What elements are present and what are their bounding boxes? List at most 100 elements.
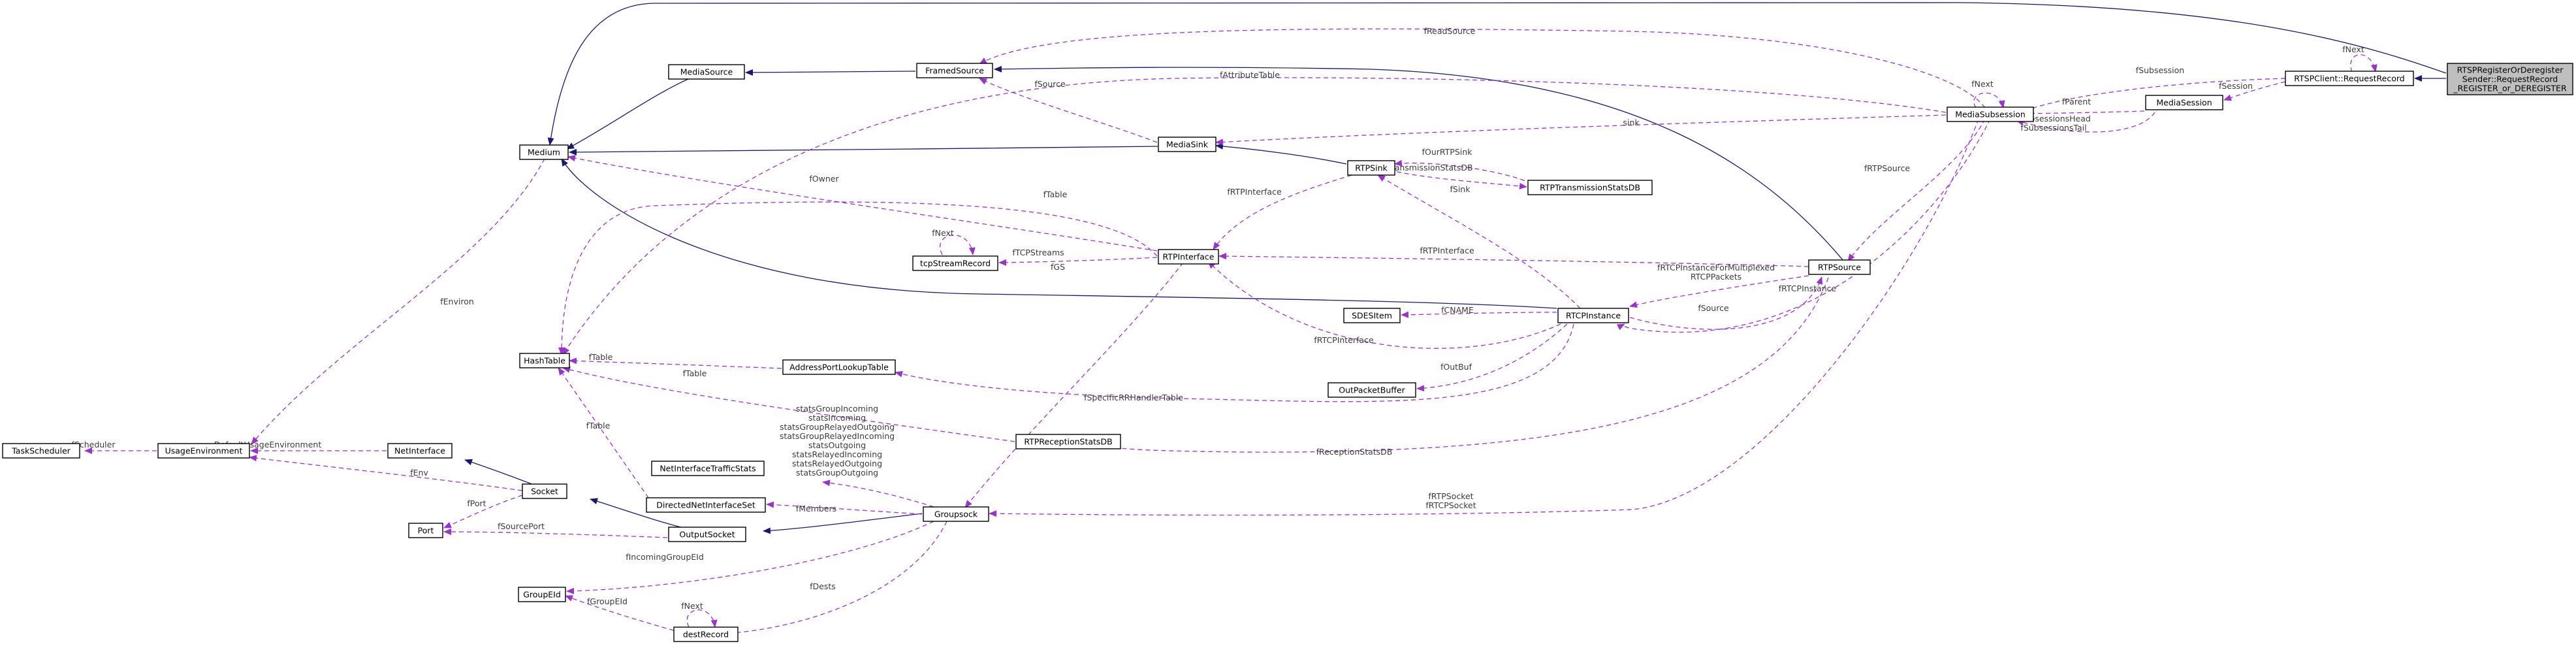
edge-rtcpinstance-to-medium [561,158,1557,309]
edge-label-fnext-subsession: fNext [1971,79,1994,89]
node-groupsock[interactable]: Groupsock [923,506,989,522]
node-label: RTPReceptionStatsDB [1024,437,1112,447]
node-label: RTSPClient::RequestRecord [2294,74,2404,84]
node-rtp-reception-stats-db[interactable]: RTPReceptionStatsDB [1015,434,1121,449]
edge-fsink [1377,174,1581,309]
node-address-port-lookup-table[interactable]: AddressPortLookupTable [782,359,896,375]
edge-label-line: fTCPStreams [1012,248,1064,257]
edge-label-line: fScheduler [72,440,116,449]
node-rtsp-client-request-record[interactable]: RTSPClient::RequestRecord [2285,71,2414,86]
edge-label-fparent: fParent [2062,97,2091,106]
node-dest-record[interactable]: destRecord [673,626,739,642]
edge-label-frtcpinterface: fRTCPInterface [1314,335,1374,345]
node-directed-net-interface-set[interactable]: DirectedNetInterfaceSet [646,497,766,513]
edge-label-line: fRTCPInstanceForMultiplexed [1657,263,1775,272]
node-label: Port [418,526,434,536]
edge-label-line: fSource [1034,79,1066,89]
node-box [2447,63,2573,95]
edge-fport [443,495,523,528]
edge-label-line: fSourcePort [498,521,545,531]
node-box [1343,308,1401,323]
node-box [1015,434,1121,449]
edge-label-frtpinterface-sink: fRTPInterface [1227,187,1282,197]
edge-label-fsourceport: fSourcePort [498,521,545,531]
edge-label-line: fGroupEId [587,596,628,606]
node-tcp-stream-record[interactable]: tcpStreamRecord [912,255,998,271]
node-group-eid[interactable]: GroupEId [518,587,566,602]
node-box [519,353,570,368]
node-usage-environment[interactable]: UsageEnvironment [157,443,250,459]
edge-label-line: fOutBuf [1440,362,1472,372]
edge-frtcp-multiplexed [1629,275,1809,308]
node-sdes-item[interactable]: SDESItem [1343,308,1401,323]
edge-label-fsource-framed: fSource [1034,79,1066,89]
edge-label-fcname: fCNAME [1441,305,1474,315]
node-task-scheduler[interactable]: TaskScheduler [2,443,80,459]
node-rtp-sink[interactable]: RTPSink [1347,160,1395,176]
node-media-source[interactable]: MediaSource [668,64,745,80]
node-out-packet-buffer[interactable]: OutPacketBuffer [1328,382,1416,398]
edge-label-line: RTCPPackets [1691,272,1741,282]
node-media-subsession[interactable]: MediaSubsession [1947,106,2034,122]
node-port[interactable]: Port [408,523,443,538]
edge-label-line: statsRelayedIncoming [792,449,882,459]
edge-label-fnext-request: fNext [2342,44,2364,54]
edge-fgroupeid [565,595,675,631]
node-box [668,527,746,542]
edge-label-line: fDests [810,581,836,591]
edge-label-line: statsOutgoing [808,440,866,450]
node-box [519,144,569,160]
edge-label-ftransmissionstatsdb: fTransmissionStatsDB [1384,163,1472,172]
edge-frtpsource [1847,118,1986,262]
node-output-socket[interactable]: OutputSocket [668,527,746,542]
edge-label-ftable-addr: fTable [589,352,613,362]
edge-rtpsink-to-mediasink [1215,142,1347,165]
node-box [2285,71,2414,86]
edge-fenv [249,455,523,491]
node-hash-table[interactable]: HashTable [519,353,570,368]
node-label: MediaSink [1166,140,1209,150]
node-box [782,359,896,375]
edge-label-line: fRTPInterface [1420,246,1474,255]
edge-label-line: fTable [1043,189,1068,199]
node-rtsp-register-or-deregister-sender[interactable]: RTSPRegisterOrDeregisterSender::RequestR… [2447,63,2573,95]
node-medium[interactable]: Medium [519,144,569,160]
edge-label-freceptionstatsdb: fReceptionStatsDB [1316,447,1393,457]
edge-fspecificrr [895,323,1574,402]
node-box [1328,382,1416,398]
node-framed-source[interactable]: FramedSource [916,63,993,78]
node-box [1527,180,1653,195]
edge-frtcpinstance [1616,118,1991,333]
node-rtp-transmission-stats-db[interactable]: RTPTransmissionStatsDB [1527,180,1653,195]
edge-label-line: fTransmissionStatsDB [1384,163,1472,172]
node-label: RTCPInstance [1566,311,1621,321]
edge-label-line: fRTPInterface [1227,187,1282,197]
edge-label-line: statsIncoming [808,413,866,423]
node-media-sink[interactable]: MediaSink [1158,137,1216,152]
edge-label-fnext-tcp: fNext [932,228,954,238]
node-label: HashTable [524,356,565,366]
node-box [408,523,443,538]
edge-ftcpstreams [998,257,1158,266]
edge-label-line: fSink [1450,184,1471,194]
edge-label-ftable-directed: fTable [586,421,611,431]
edge-label-line: sink [1623,118,1640,127]
node-rtcp-instance[interactable]: RTCPInstance [1557,308,1629,323]
edge-label-line: fGS [1051,262,1065,272]
edge-fmembers [766,501,923,515]
node-box [912,255,998,271]
edge-rtpsource-to-framedsource [994,65,1847,265]
node-label: RTSPRegisterOrDeregister [2457,65,2564,75]
node-rtp-interface[interactable]: RTPInterface [1158,249,1219,265]
edge-label-fdests: fDests [810,581,836,591]
edge-fsubsession [2020,78,2286,113]
node-media-session[interactable]: MediaSession [2145,95,2223,110]
node-net-interface[interactable]: NetInterface [387,443,453,459]
node-rtp-source[interactable]: RTPSource [1808,259,1871,275]
edge-fsourceport [443,528,668,538]
node-socket[interactable]: Socket [522,483,567,499]
node-label: _REGISTER_or_DEREGISTER [2453,84,2567,93]
node-net-interface-traffic-stats[interactable]: NetInterfaceTrafficStats [651,461,765,476]
edge-fnext-request [2350,54,2377,73]
edge-label-line: fSubsessionsHead [2016,114,2091,123]
